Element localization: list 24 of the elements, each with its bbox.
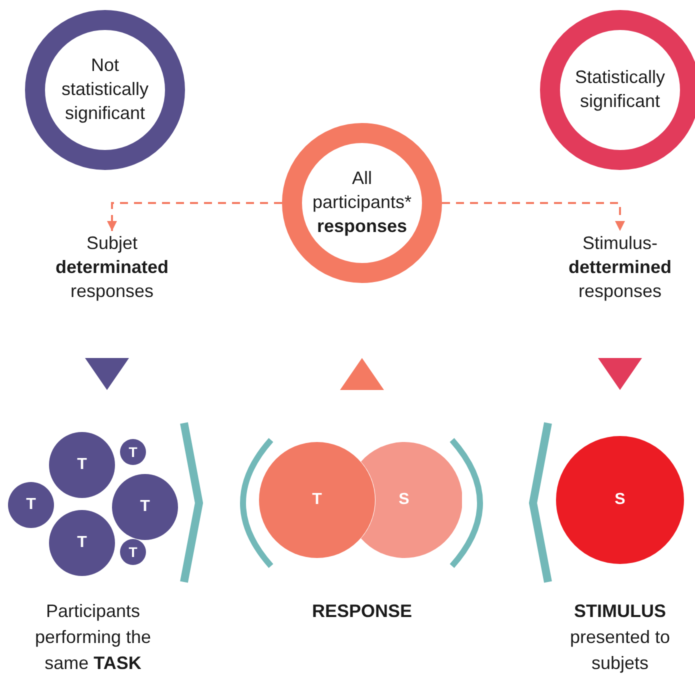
circle-letter: T bbox=[77, 455, 87, 476]
caption-text: Participants performing the same TASK bbox=[34, 600, 152, 676]
circle-letter: T bbox=[128, 442, 138, 462]
node-text: Stimulus- dettermined responses bbox=[567, 232, 673, 303]
node-text: All participants* responses bbox=[311, 167, 413, 238]
circle bbox=[49, 510, 115, 576]
node-text: Subjet determinated responses bbox=[54, 232, 170, 303]
caption-text: RESPONSE bbox=[310, 600, 414, 623]
circle-letter: T bbox=[26, 495, 36, 516]
dashed-arrow bbox=[442, 202, 625, 231]
circle-letter: T bbox=[77, 533, 87, 554]
circle bbox=[8, 482, 54, 528]
dashed-arrow bbox=[107, 202, 282, 231]
circle-letter: T bbox=[312, 490, 322, 510]
circle bbox=[49, 432, 115, 498]
node-text: Statistically significant bbox=[574, 66, 666, 113]
circle-letter: T bbox=[140, 497, 150, 518]
node-text: Not statistically significant bbox=[60, 54, 150, 125]
circle bbox=[120, 539, 146, 565]
circle-letter: T bbox=[128, 542, 138, 562]
caption-text: STIMULUS presented to subjets bbox=[568, 600, 672, 676]
circle bbox=[120, 439, 146, 465]
circle-letter: S bbox=[614, 490, 626, 510]
circle-letter: S bbox=[398, 490, 410, 510]
